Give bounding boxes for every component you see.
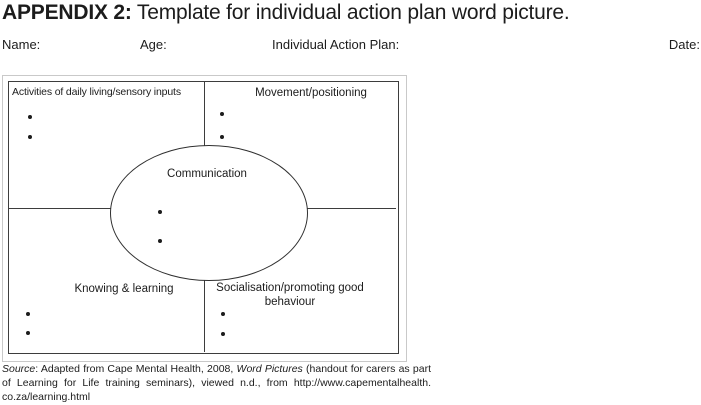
bullet-point [220, 135, 224, 139]
bullet-point [26, 312, 30, 316]
title-appendix-label: APPENDIX 2: [2, 1, 132, 24]
individual-action-plan-label: Individual Action Plan: [272, 37, 400, 52]
source-work-title-italic: Word Pictures [236, 363, 303, 375]
quadrant-label-socialisation: Socialisation/promoting good behaviour [216, 282, 364, 308]
quadrant-label-movement: Movement/positioning [255, 87, 367, 99]
bullet-point [221, 312, 225, 316]
bullet-point [158, 239, 162, 243]
date-label: Date: [668, 37, 700, 52]
source-word-italic: Source [2, 363, 36, 375]
quadrant-label-activities: Activities of daily living/sensory input… [12, 86, 181, 98]
divider-vertical-top [204, 82, 205, 162]
page-title: APPENDIX 2: Template for individual acti… [2, 0, 570, 26]
source-line-1: Source: Adapted from Cape Mental Health,… [2, 362, 431, 376]
bullet-point [220, 112, 224, 116]
source-note: Source: Adapted from Cape Mental Health,… [2, 362, 431, 404]
divider-vertical-bottom [204, 263, 205, 352]
divider-horizontal-right [288, 208, 396, 209]
source-line-3: co.za/learning.html [2, 391, 91, 403]
age-label: Age: [140, 37, 167, 52]
bullet-point [28, 135, 32, 139]
communication-ellipse [110, 145, 308, 281]
divider-horizontal-left [9, 208, 131, 209]
bullet-point [221, 332, 225, 336]
bullet-point [28, 115, 32, 119]
bullet-point [26, 331, 30, 335]
source-line-2: of Learning for Life training seminars),… [2, 377, 431, 389]
name-label: Name: [2, 37, 41, 52]
quadrant-label-knowing: Knowing & learning [74, 283, 174, 295]
title-text: Template for individual action plan word… [131, 1, 570, 24]
ellipse-label-communication: Communication [167, 168, 247, 180]
source-text-segment: : Adapted from Cape Mental Health, 2008, [35, 363, 237, 375]
bullet-point [158, 210, 162, 214]
source-text-segment: (handout for carers as part [302, 363, 431, 375]
